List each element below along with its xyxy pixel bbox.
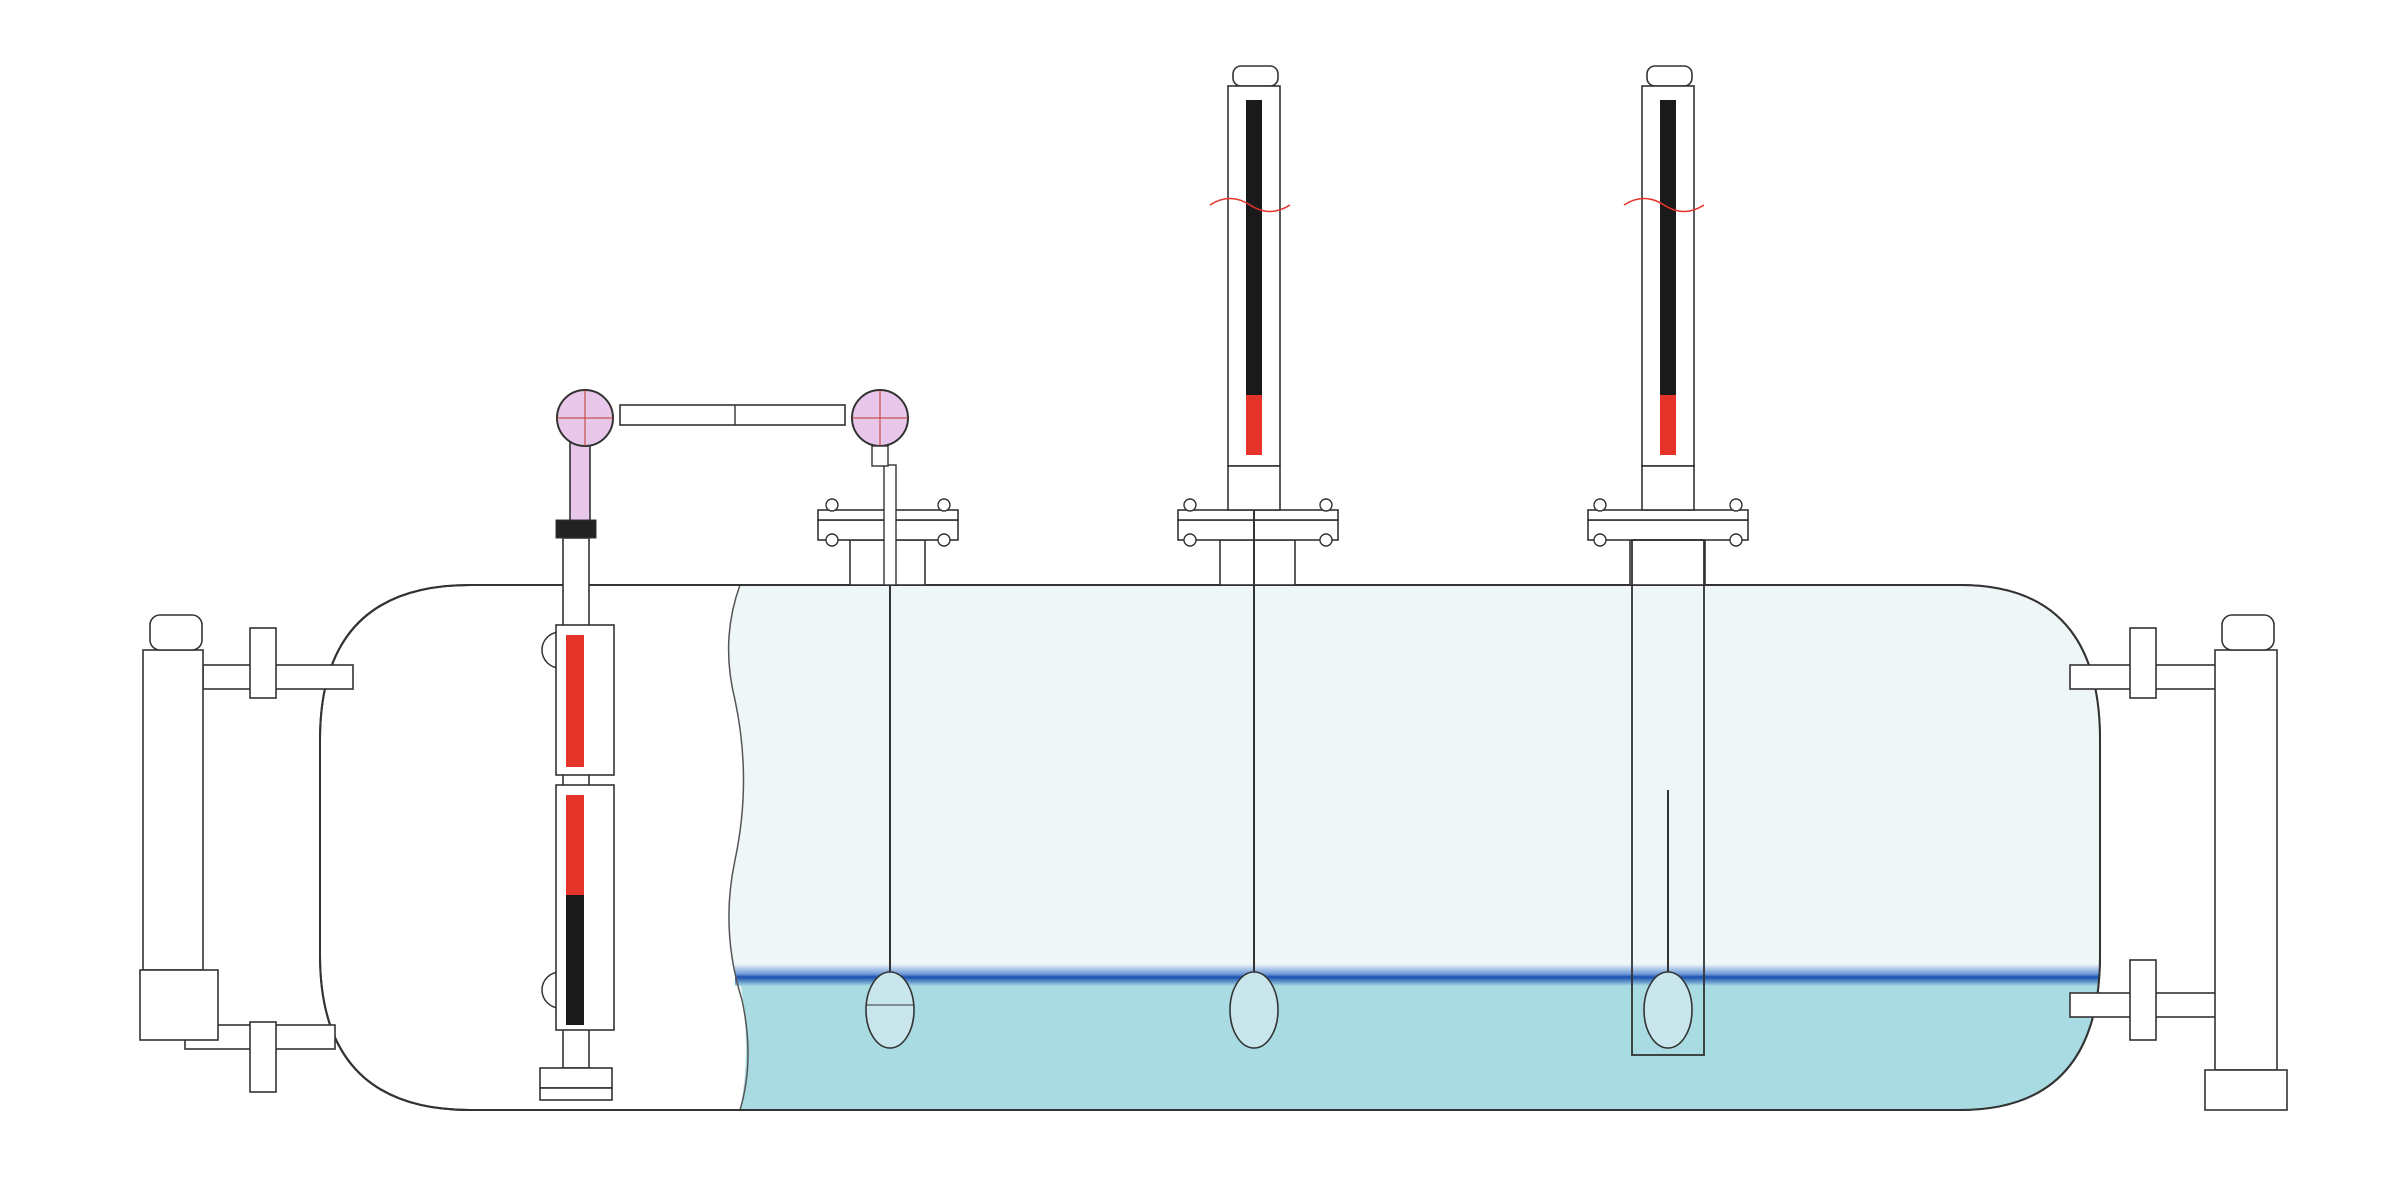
float-icon <box>865 971 915 1049</box>
flange-bolts <box>825 498 1743 547</box>
liquid-region <box>740 975 2100 1110</box>
float-icon <box>1643 971 1693 1049</box>
top-nozzles <box>817 509 1749 586</box>
transmitter-junction-boxes <box>556 389 909 526</box>
side-mounted-magnetic-gauge-right <box>2069 614 2288 1111</box>
liquid-surface <box>735 964 2100 986</box>
side-mounted-magnetic-gauge-left <box>139 614 354 1093</box>
top-mounted-magnetic-gauge-1 <box>1209 65 1291 1049</box>
horizontal-tank <box>319 584 2101 1111</box>
tank-cutaway <box>728 585 2100 1110</box>
float-transmitter <box>865 464 915 1049</box>
float-icon <box>1229 971 1279 1049</box>
cutaway-edge <box>727 584 749 1111</box>
top-mounted-magnetic-gauge-2 <box>1623 65 1705 1056</box>
front-magnetic-flap-gauge <box>539 519 615 1101</box>
